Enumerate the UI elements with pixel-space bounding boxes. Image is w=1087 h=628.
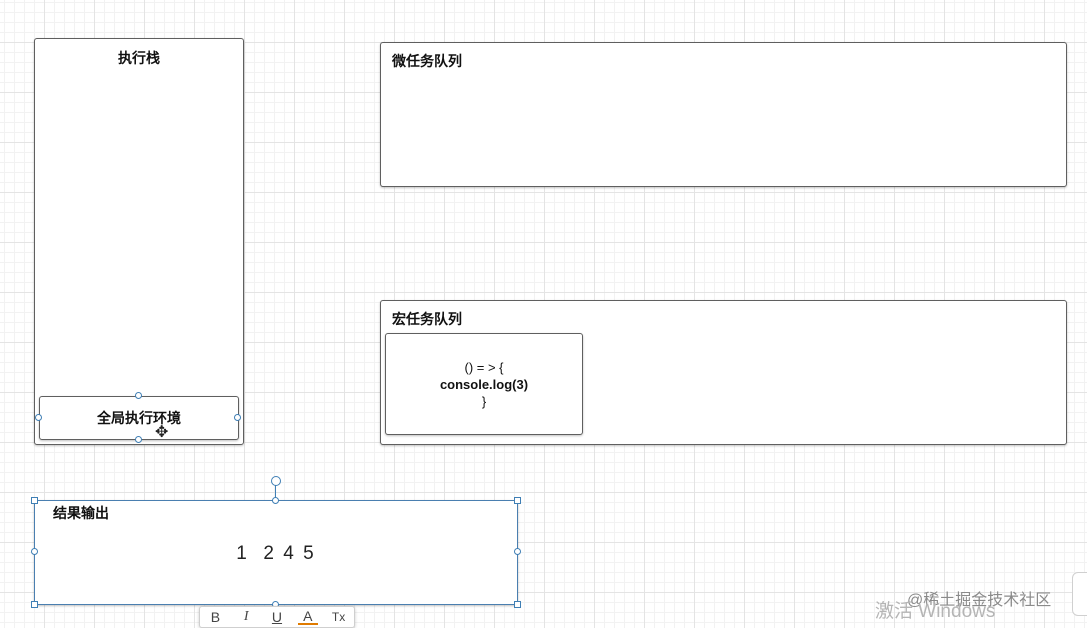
microtask-queue-title: 微任务队列: [392, 53, 462, 69]
windows-activation-watermark: 激活 Windows: [875, 601, 996, 622]
resize-handle-top-left[interactable]: [31, 497, 38, 504]
resize-handle-middle-left[interactable]: [31, 548, 38, 555]
connection-point-left[interactable]: [35, 414, 42, 421]
bold-button[interactable]: B: [210, 609, 221, 625]
rotate-handle-stem: [275, 485, 276, 500]
macrotask-item[interactable]: () = > { console.log(3) }: [385, 333, 583, 435]
italic-button[interactable]: I: [243, 609, 249, 624]
resize-handle-top-middle[interactable]: [272, 497, 279, 504]
text-format-toolbar: B I U A Tx: [199, 606, 355, 628]
side-panel-tab[interactable]: [1072, 572, 1087, 616]
output-value: 1 2 4 5: [236, 543, 316, 564]
connection-point-top[interactable]: [135, 392, 142, 399]
resize-handle-bottom-right[interactable]: [514, 601, 521, 608]
resize-handle-top-right[interactable]: [514, 497, 521, 504]
resize-handle-middle-right[interactable]: [514, 548, 521, 555]
clear-format-button[interactable]: Tx: [331, 610, 346, 624]
underline-button[interactable]: U: [271, 609, 283, 625]
execution-stack-box[interactable]: 执行栈: [34, 38, 244, 445]
task-code-line-2: console.log(3): [439, 376, 529, 392]
task-code-line-1: () = > {: [464, 359, 504, 375]
execution-stack-title: 执行栈: [118, 50, 160, 66]
output-box[interactable]: 结果输出 1 2 4 5: [34, 500, 518, 605]
macrotask-queue-title: 宏任务队列: [392, 311, 462, 327]
task-code-line-3: }: [481, 393, 487, 409]
output-title: 结果输出: [53, 505, 109, 521]
connection-point-right[interactable]: [234, 414, 241, 421]
resize-handle-bottom-left[interactable]: [31, 601, 38, 608]
font-color-button[interactable]: A: [297, 609, 318, 625]
rotate-handle[interactable]: [271, 476, 281, 486]
global-execution-context-box[interactable]: 全局执行环境: [39, 396, 239, 440]
global-execution-context-label: 全局执行环境: [97, 410, 181, 426]
move-cursor-icon: ✥: [155, 424, 169, 441]
connection-point-bottom[interactable]: [135, 436, 142, 443]
microtask-queue-box[interactable]: 微任务队列: [380, 42, 1067, 187]
site-watermark: @稀土掘金技术社区: [907, 592, 1052, 609]
